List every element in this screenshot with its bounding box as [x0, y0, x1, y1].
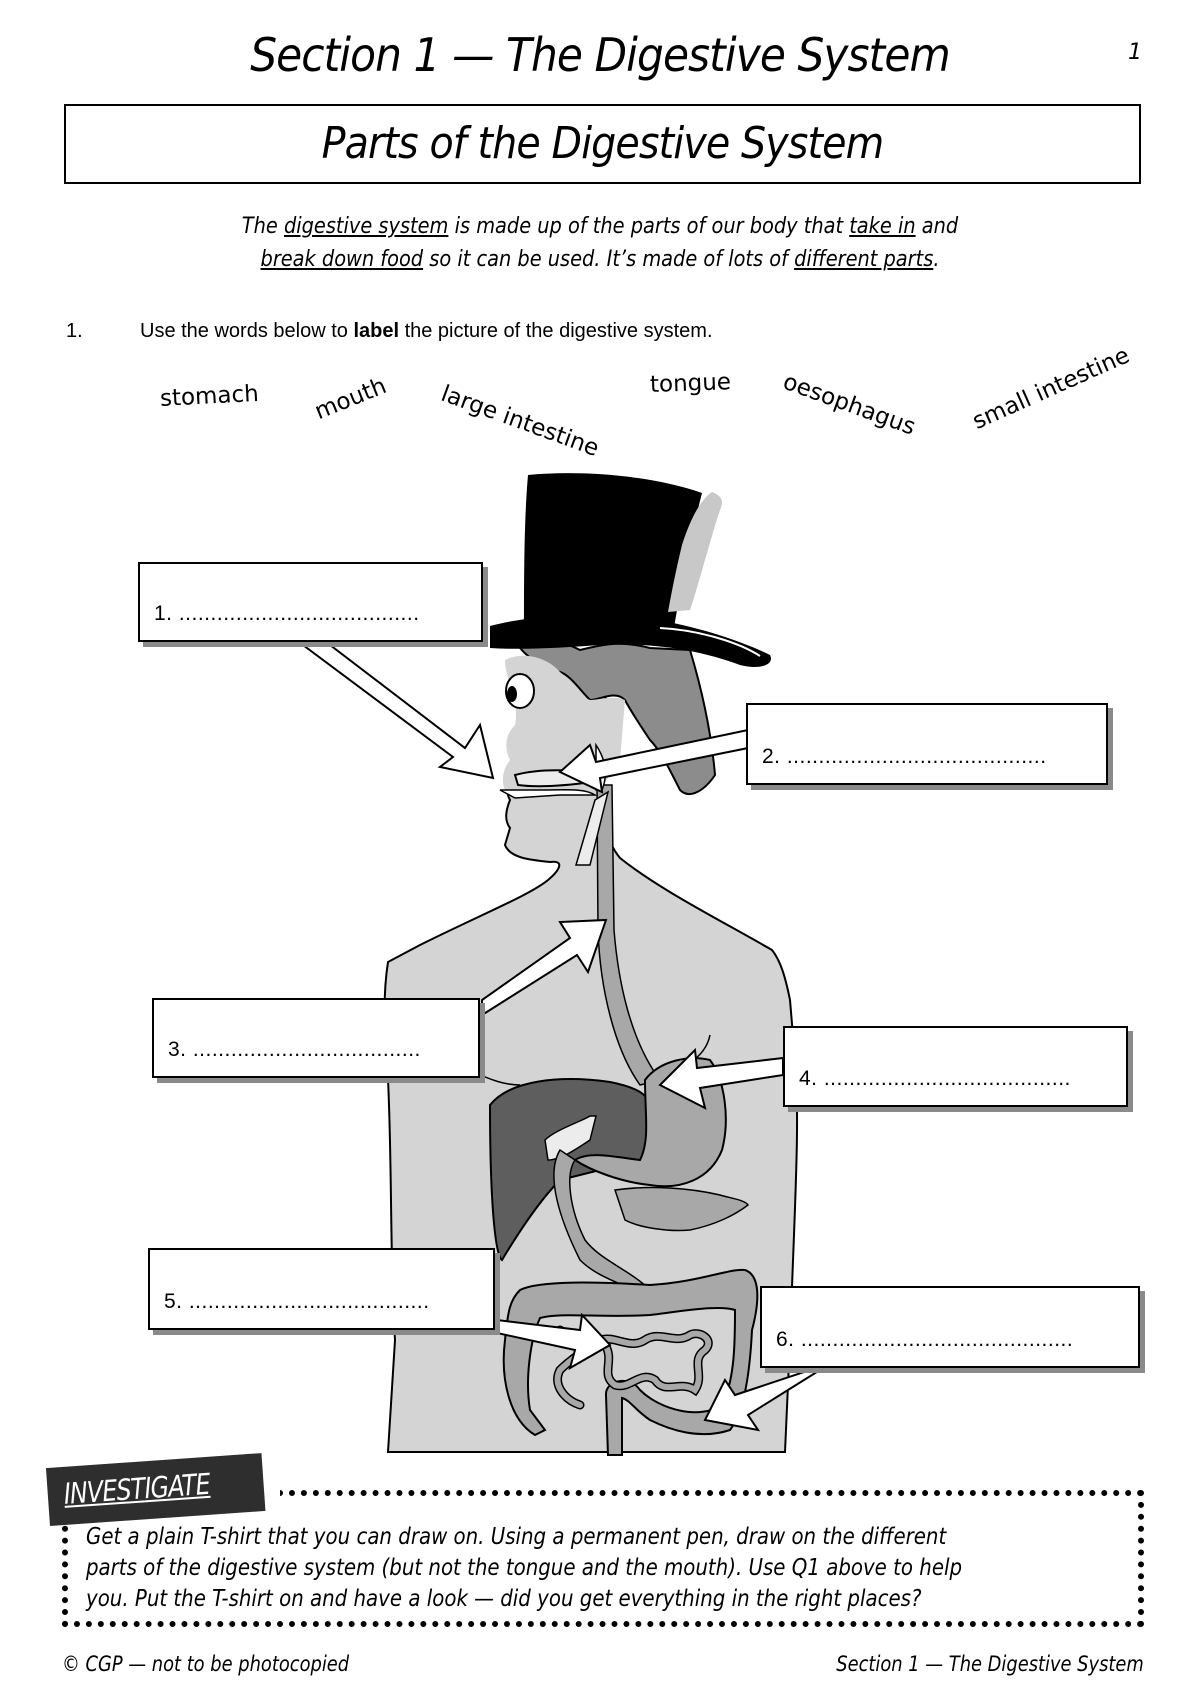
intro-text: and — [915, 214, 959, 239]
arrows — [299, 644, 840, 1432]
section-title: Section 1 — The Digestive System — [250, 28, 950, 82]
question-text: Use the words below to label the picture… — [140, 320, 713, 343]
footer-section: Section 1 — The Digestive System — [836, 1652, 1144, 1676]
label-box-1[interactable]: 1. .....................................… — [138, 562, 483, 642]
label-4-blank: 4. .....................................… — [799, 1067, 1071, 1090]
investigate-tag-label: INVESTIGATE — [62, 1466, 211, 1511]
arrow-1 — [299, 644, 495, 780]
investigate-text: Get a plain T-shirt that you can draw on… — [86, 1522, 1118, 1615]
epiglottis — [574, 790, 610, 866]
label-box-6[interactable]: 6. .....................................… — [760, 1286, 1140, 1368]
intro-text: The — [241, 214, 284, 239]
page-title: Parts of the Digestive System — [321, 118, 885, 169]
investigate-line: you. Put the T-shirt on and have a look … — [86, 1586, 922, 1612]
label-2-blank: 2. .....................................… — [762, 745, 1047, 768]
question-number: 1. — [66, 320, 83, 342]
label-5-blank: 5. .....................................… — [164, 1290, 430, 1313]
label-box-3[interactable]: 3. .................................... — [152, 998, 480, 1078]
label-1-blank: 1. .....................................… — [154, 602, 420, 625]
question-keyword: label — [353, 320, 400, 342]
label-6-blank: 6. .....................................… — [776, 1328, 1074, 1351]
intro-line-2: break down food so it can be used. It’s … — [204, 243, 996, 276]
pupil — [507, 686, 517, 702]
footer-copyright: © CGP — not to be photocopied — [62, 1652, 350, 1676]
intro-keyword: digestive system — [283, 214, 449, 239]
pancreas — [614, 1186, 749, 1232]
arrow-5 — [496, 1312, 612, 1371]
top-hat — [490, 473, 771, 667]
intro-text: so it can be used. It’s made of lots of — [423, 247, 795, 272]
label-box-4[interactable]: 4. .....................................… — [783, 1026, 1128, 1107]
intro-line-1: The digestive system is made up of the p… — [204, 210, 996, 243]
page-title-box: Parts of the Digestive System — [64, 104, 1141, 184]
intro-text: . — [933, 247, 940, 272]
intro-text: is made up of the parts of our body that — [448, 214, 850, 239]
page-number: 1 — [1128, 40, 1142, 65]
mouth-open — [499, 788, 598, 799]
investigate-line: Get a plain T-shirt that you can draw on… — [86, 1524, 947, 1550]
investigate-line: parts of the digestive system (but not t… — [86, 1555, 963, 1581]
label-box-5[interactable]: 5. .....................................… — [148, 1248, 495, 1330]
question-text-part: the picture of the digestive system. — [399, 320, 713, 342]
arrow-3 — [481, 918, 608, 1017]
arrow-4 — [658, 1047, 784, 1110]
question-text-part: Use the words below to — [140, 320, 354, 342]
intro-keyword: different parts — [794, 247, 934, 272]
label-box-2[interactable]: 2. .....................................… — [746, 703, 1108, 785]
label-3-blank: 3. .................................... — [168, 1038, 421, 1061]
intro-keyword: take in — [849, 214, 916, 239]
arrow-2 — [558, 728, 749, 794]
large-intestine — [502, 1268, 759, 1456]
arrow-6 — [703, 1369, 840, 1432]
intro-keyword: break down food — [260, 247, 424, 272]
intro-paragraph: The digestive system is made up of the p… — [150, 210, 1050, 276]
